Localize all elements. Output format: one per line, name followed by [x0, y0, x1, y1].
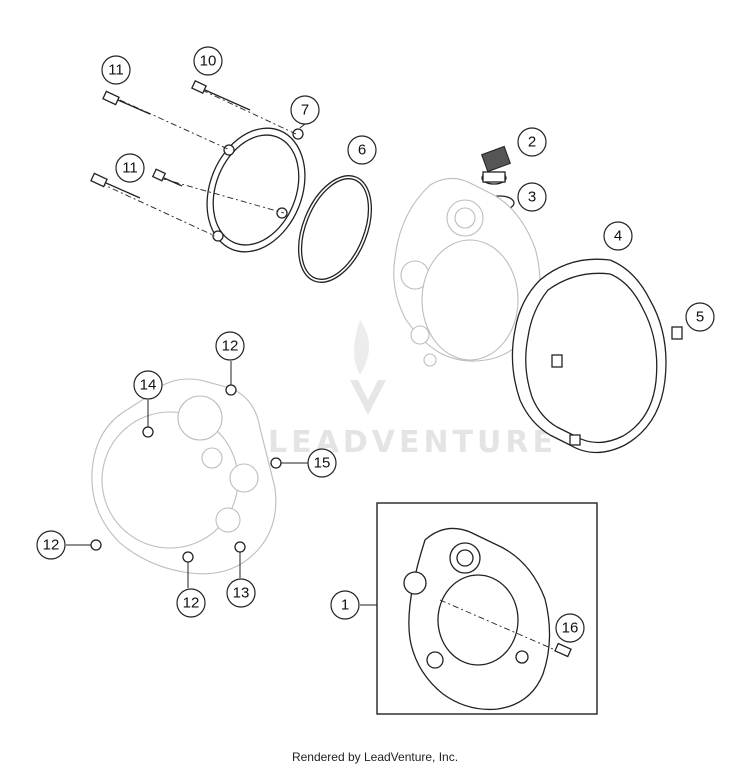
svg-text:15: 15 — [314, 455, 331, 472]
svg-text:12: 12 — [222, 338, 239, 355]
part-2-plug — [481, 145, 511, 185]
bolts-10-11 — [90, 79, 297, 237]
callout-13[interactable]: 13 — [226, 578, 256, 608]
callout-15[interactable]: 15 — [307, 448, 337, 478]
svg-text:11: 11 — [122, 160, 138, 177]
footer-credit: Rendered by LeadVenture, Inc. — [292, 750, 458, 764]
callout-1[interactable]: 1 — [330, 590, 360, 620]
callout-12-bottom[interactable]: 12 — [176, 588, 206, 618]
callout-3[interactable]: 3 — [517, 182, 547, 212]
svg-text:13: 13 — [233, 585, 250, 602]
svg-text:12: 12 — [183, 595, 200, 612]
svg-text:1: 1 — [341, 597, 349, 614]
callout-11-lower[interactable]: 11 — [115, 153, 145, 183]
part-5-dowel-a — [551, 354, 563, 368]
part-5-dowel-b — [569, 434, 581, 446]
callout-6[interactable]: 6 — [347, 135, 377, 165]
callout-4[interactable]: 4 — [603, 221, 633, 251]
leader-lines — [66, 123, 378, 606]
callout-11-upper[interactable]: 11 — [101, 55, 131, 85]
callout-5[interactable]: 5 — [685, 302, 715, 332]
part-7-cover-ring — [206, 127, 306, 253]
svg-text:5: 5 — [696, 309, 704, 326]
svg-text:14: 14 — [140, 377, 157, 394]
watermark-v-icon — [350, 380, 386, 415]
svg-text:10: 10 — [200, 53, 217, 70]
svg-text:4: 4 — [614, 228, 622, 245]
svg-text:2: 2 — [528, 134, 536, 151]
part-6-o-ring-inner — [300, 178, 370, 280]
watermark-flame-icon — [354, 320, 369, 375]
callout-14[interactable]: 14 — [133, 370, 163, 400]
context-cover-lower — [90, 378, 282, 575]
assembly-box-item-1 — [376, 502, 598, 715]
svg-text:7: 7 — [301, 102, 309, 119]
svg-text:3: 3 — [528, 189, 536, 206]
context-cover-top — [393, 177, 541, 367]
part-16-pin — [554, 642, 572, 658]
svg-text:11: 11 — [108, 62, 124, 79]
part-5-dowel — [671, 326, 683, 340]
callout-12-top[interactable]: 12 — [215, 331, 245, 361]
callout-10[interactable]: 10 — [193, 46, 223, 76]
svg-text:6: 6 — [358, 142, 366, 159]
callout-12-left[interactable]: 12 — [36, 530, 66, 560]
part-4-gasket-inner — [525, 272, 658, 444]
svg-text:16: 16 — [562, 620, 579, 637]
svg-text:12: 12 — [43, 537, 60, 554]
callout-7[interactable]: 7 — [290, 95, 320, 125]
callout-16[interactable]: 16 — [555, 613, 585, 643]
callout-2[interactable]: 2 — [517, 127, 547, 157]
